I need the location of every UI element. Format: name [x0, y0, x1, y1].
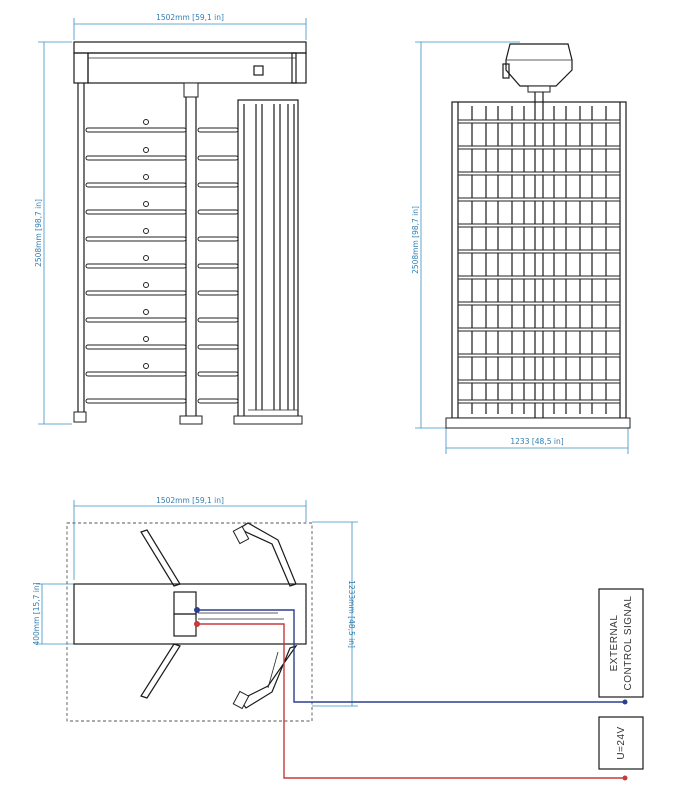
top-beam-label: 400mm [15,7 in] — [32, 582, 41, 645]
front-left-posts — [73, 83, 87, 423]
top-view: 1502mm [59,1 in] 400mm [15,7 in] 1233mm … — [32, 496, 644, 781]
side-cage — [445, 92, 631, 429]
power-box-label: U=24V — [616, 726, 627, 759]
side-height-dimension: 2508mm [98,7 in] — [411, 41, 520, 429]
front-canopy — [73, 41, 307, 84]
external-control-signal-box: EXTERNAL CONTROL SIGNAL — [598, 588, 644, 698]
front-rotor-post — [179, 82, 203, 425]
top-footprint-outline — [66, 522, 313, 722]
top-width-dimension: 1502mm [59,1 in] — [73, 496, 307, 580]
power-wire — [194, 621, 628, 781]
front-height-label: 2508mm [98,7 in] — [34, 199, 43, 267]
top-depth-label: 1233mm [48,5 in] — [347, 580, 356, 648]
signal-box-line1: EXTERNAL — [609, 615, 620, 672]
side-head-unit — [502, 43, 573, 93]
top-control-unit — [173, 591, 284, 637]
front-height-dimension: 2508mm [98,7 in] — [34, 41, 72, 425]
top-curved-fence — [232, 522, 298, 710]
side-view: 2508mm [98,7 in] 1233 [48,5 in] — [411, 41, 631, 454]
front-rotor-arms — [85, 119, 239, 404]
top-beam-dimension: 400mm [15,7 in] — [32, 582, 74, 646]
signal-wire — [194, 607, 628, 705]
side-depth-dimension: 1233 [48,5 in] — [445, 428, 629, 454]
front-width-label: 1502mm [59,1 in] — [156, 13, 224, 22]
top-beam — [73, 583, 307, 645]
top-depth-dimension: 1233mm [48,5 in] — [312, 521, 358, 707]
side-height-label: 2508mm [98,7 in] — [411, 206, 420, 274]
front-width-dimension: 1502mm [59,1 in] — [73, 13, 307, 40]
top-width-label: 1502mm [59,1 in] — [156, 496, 224, 505]
signal-box-line2: CONTROL SIGNAL — [623, 596, 634, 691]
power-supply-box: U=24V — [598, 716, 644, 770]
front-view: 1502mm [59,1 in] 2508mm [98,7 in] — [34, 13, 307, 425]
side-depth-label: 1233 [48,5 in] — [510, 437, 563, 446]
front-fence — [233, 99, 303, 425]
